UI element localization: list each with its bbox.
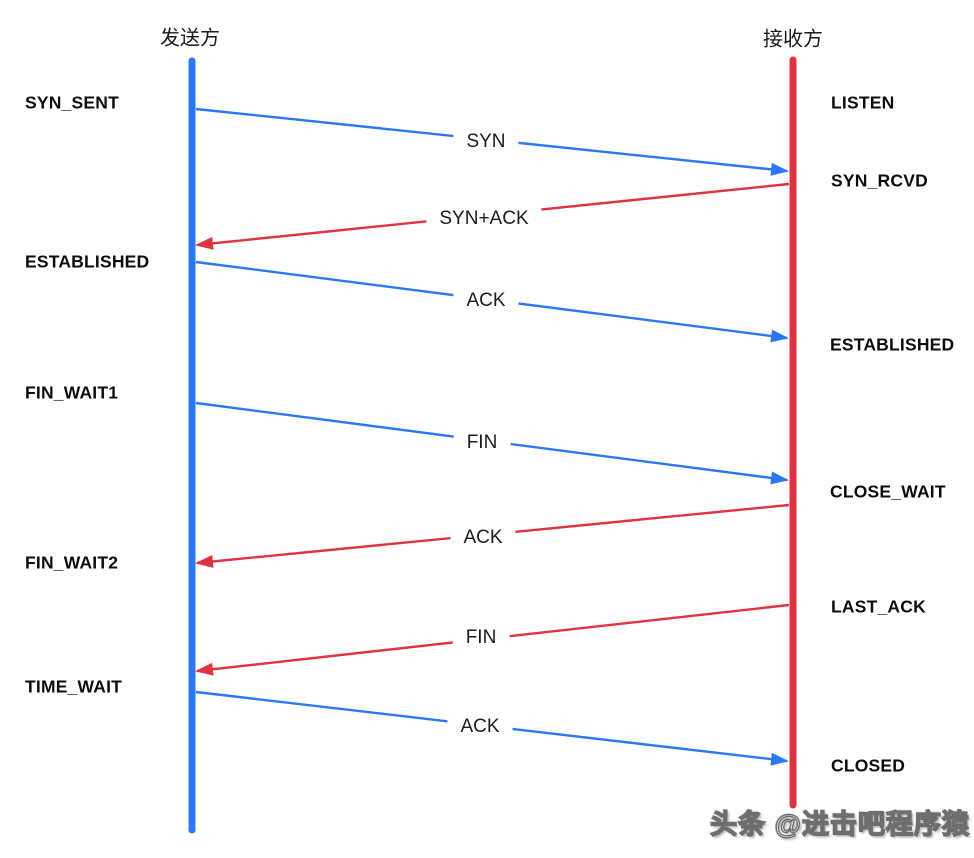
state-time-wait: TIME_WAIT (25, 676, 123, 697)
state-closed: CLOSED (831, 755, 906, 776)
state-last-ack: LAST_ACK (831, 596, 926, 617)
message-label-syn: SYN (453, 130, 519, 154)
state-close-wait: CLOSE_WAIT (830, 481, 946, 502)
message-label-ack-2: ACK (450, 526, 516, 550)
message-label-ack-3: ACK (447, 715, 513, 739)
receiver-title: 接收方 (763, 28, 823, 51)
state-established-receiver: ESTABLISHED (830, 334, 955, 355)
state-fin-wait1: FIN_WAIT1 (25, 382, 119, 403)
state-syn-rcvd: SYN_RCVD (831, 170, 928, 191)
state-established-sender: ESTABLISHED (25, 251, 150, 272)
watermark: 头条 @进击吧程序猿 (709, 809, 970, 840)
message-label-fin-2: FIN (452, 626, 510, 650)
sender-title: 发送方 (160, 27, 220, 50)
state-fin-wait2: FIN_WAIT2 (25, 552, 119, 573)
message-label-syn-ack: SYN+ACK (426, 207, 542, 231)
state-listen: LISTEN (831, 92, 895, 113)
state-syn-sent: SYN_SENT (25, 92, 119, 113)
message-label-ack-1: ACK (453, 289, 519, 313)
message-label-fin-1: FIN (453, 431, 511, 455)
